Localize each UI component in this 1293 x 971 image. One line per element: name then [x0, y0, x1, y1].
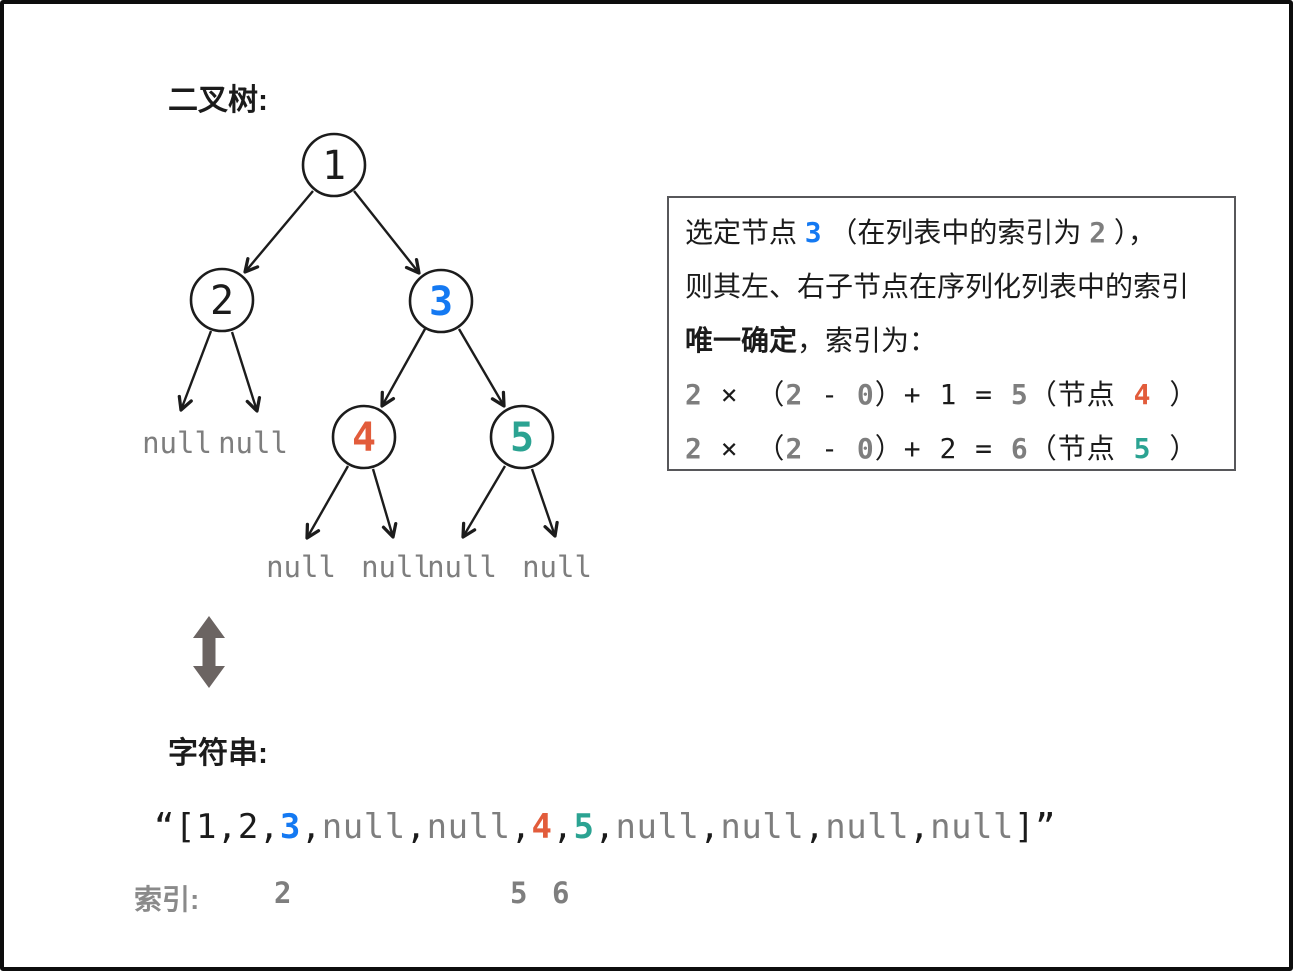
text-segment: 4: [531, 807, 553, 847]
text-segment: 则其左、右子节点在序列化列表中的索引: [685, 271, 1190, 302]
node-circle-4: [331, 404, 397, 470]
string-section-title: 字符串:: [168, 737, 268, 770]
tree-node-circles: [189, 132, 555, 470]
node-circle-2: [189, 267, 255, 333]
index-mark-6: 6: [552, 876, 570, 910]
node-label-1: 1: [322, 143, 346, 189]
null-leaf-labels: null null null null null null: [142, 426, 592, 584]
info-line-formula-right-child: 2 × （2 - 0）+ 2 = 6（节点 5 ）: [685, 422, 1234, 476]
edge-4-to-null-left: [305, 465, 350, 540]
tree-node-labels: 1 2 3 4 5: [210, 143, 534, 461]
serialized-string: “[1,2,3,null,null,4,5,null,null,null,nul…: [154, 807, 1056, 847]
text-segment: 唯一确定: [685, 325, 798, 356]
text-segment: -: [803, 432, 857, 465]
node-circle-5: [489, 404, 555, 470]
text-segment: 2: [785, 432, 804, 465]
text-segment: null: [930, 807, 1014, 847]
text-segment: × （: [702, 378, 786, 411]
info-line-2: 则其左、右子节点在序列化列表中的索引: [685, 260, 1234, 314]
text-segment: null: [426, 807, 511, 847]
text-segment: 5: [1010, 378, 1029, 411]
info-line-3: 唯一确定，索引为：: [685, 314, 1234, 368]
index-mark-5: 5: [510, 876, 528, 910]
text-segment: ,: [594, 807, 616, 847]
info-box: 选定节点 3 （在列表中的索引为 2 ）， 则其左、右子节点在序列化列表中的索引…: [667, 196, 1236, 471]
text-segment: 3: [279, 807, 301, 847]
text-segment: ），: [1106, 217, 1156, 248]
text-segment: ,: [510, 807, 532, 847]
node-label-3: 3: [429, 279, 453, 325]
text-segment: （节点: [1028, 432, 1134, 465]
text-segment: ,: [300, 807, 322, 847]
text-segment: ,: [552, 807, 574, 847]
text-segment: null: [321, 807, 406, 847]
edge-4-to-null-right: [371, 468, 398, 539]
text-segment: 2: [1089, 216, 1107, 249]
edge-2-to-null-left: [177, 330, 213, 412]
text-segment: 3: [804, 216, 822, 249]
text-segment: ）: [1151, 432, 1199, 465]
text-segment: null: [615, 807, 700, 847]
text-segment: “[1,2,: [154, 807, 280, 847]
null-label: null: [266, 550, 336, 584]
text-segment: 6: [1010, 432, 1029, 465]
text-segment: 0: [856, 432, 875, 465]
node-circle-1: [301, 132, 367, 198]
null-label: null: [142, 426, 212, 460]
edge-1-to-2: [243, 190, 314, 274]
info-line-1: 选定节点 3 （在列表中的索引为 2 ），: [685, 206, 1234, 260]
node-label-4: 4: [352, 415, 376, 461]
edge-3-to-5: [457, 328, 506, 408]
edge-5-to-null-left: [461, 465, 507, 539]
text-segment: 5: [573, 807, 595, 847]
text-segment: ）: [1151, 378, 1199, 411]
tree-section-title: 二叉树:: [168, 84, 268, 117]
info-line-formula-left-child: 2 × （2 - 0）+ 1 = 5（节点 4 ）: [685, 368, 1234, 422]
null-label: null: [522, 550, 592, 584]
double-arrow-icon: [193, 616, 225, 688]
text-segment: ）+ 1 =: [874, 378, 1011, 411]
null-label: null: [427, 550, 497, 584]
text-segment: 2: [785, 378, 804, 411]
text-segment: ,: [405, 807, 427, 847]
binary-tree-diagram: 1 2 3 4 5 null null null null null null: [142, 132, 592, 688]
text-segment: null: [720, 807, 805, 847]
text-segment: 5: [1133, 432, 1152, 465]
null-label: null: [361, 550, 431, 584]
text-segment: ,: [699, 807, 721, 847]
text-segment: （在列表中的索引为: [821, 217, 1090, 248]
text-segment: ，索引为：: [797, 325, 938, 356]
edge-1-to-3: [353, 190, 421, 275]
text-segment: ,: [909, 807, 931, 847]
index-mark-2: 2: [274, 876, 292, 910]
null-label: null: [218, 426, 288, 460]
text-segment: × （: [702, 432, 786, 465]
edge-3-to-4: [380, 328, 427, 408]
text-segment: 2: [685, 432, 703, 465]
text-segment: 0: [856, 378, 875, 411]
text-segment: null: [825, 807, 910, 847]
text-segment: 选定节点: [685, 217, 805, 248]
tree-edges: [177, 190, 559, 540]
text-segment: 4: [1133, 378, 1152, 411]
node-label-5: 5: [510, 415, 534, 461]
edge-5-to-null-right: [530, 468, 559, 538]
text-segment: 2: [685, 378, 703, 411]
text-segment: ,: [804, 807, 826, 847]
index-label: 索引:: [134, 884, 200, 915]
node-circle-3: [408, 268, 474, 334]
node-label-2: 2: [210, 278, 234, 324]
text-segment: ）+ 2 =: [874, 432, 1011, 465]
text-segment: ]”: [1014, 807, 1056, 847]
text-segment: （节点: [1028, 378, 1134, 411]
edge-2-to-null-right: [230, 331, 262, 413]
text-segment: -: [803, 378, 857, 411]
